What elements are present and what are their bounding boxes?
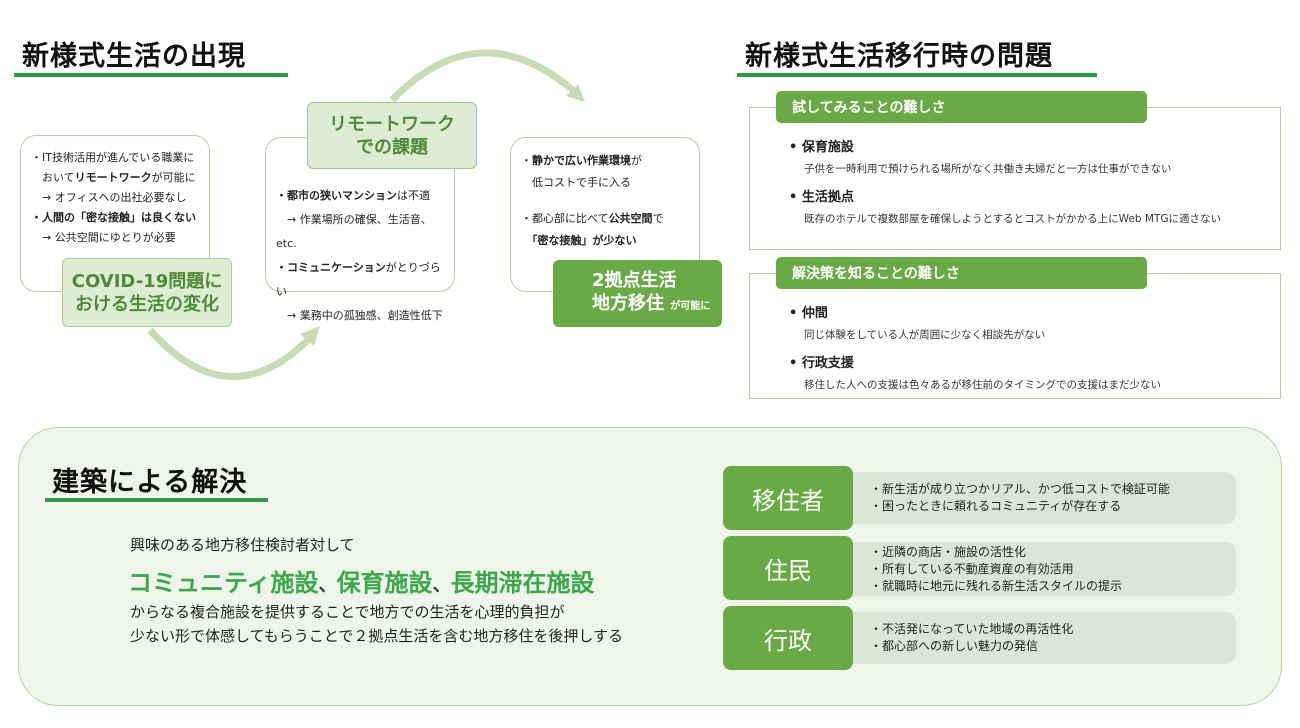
- stakeholder-points: ・近隣の商店・施設の活性化 ・所有している不動産資産の有効活用 ・就職時に地元に…: [852, 542, 1236, 596]
- problem-box-knowledge: [749, 273, 1281, 399]
- item-desc: 移住した人への支援は色々あるが移住前のタイミングでの支援はまだ少ない: [804, 379, 1161, 391]
- point: ・困ったときに頼れるコミュニティが存在する: [870, 499, 1122, 513]
- problem-list: • 仲間 同じ体験をしている人が周囲に少なく相談先がない • 行政支援 移住した…: [749, 302, 1281, 392]
- label-line: リモートワーク: [329, 113, 455, 135]
- point: ・近隣の商店・施設の活性化: [870, 544, 1027, 559]
- facility-childcare: 保育施設: [336, 569, 433, 597]
- problem-item-title: • 仲間: [789, 306, 828, 321]
- flow-arrows: [147, 49, 585, 381]
- problem-heading: 解決策を知ることの難しさ: [776, 257, 1147, 289]
- card-text: 「: [521, 234, 538, 247]
- facility-list: コミュニティ施設、保育施設、長期滞在施設: [128, 563, 595, 598]
- separator: 、: [318, 575, 337, 596]
- section-title-emergence: 新様式生活の出現: [22, 41, 246, 72]
- problem-item-title: • 行政支援: [789, 356, 854, 371]
- dual-base-label: 2拠点生活 地方移住 が可能に: [553, 260, 722, 327]
- title-underline: [45, 498, 268, 502]
- title-underline: [737, 73, 1097, 77]
- point: ・所有している不動産資産の有効活用: [870, 561, 1074, 576]
- arrowhead-bottom: [300, 326, 320, 346]
- card-text: → 公共空間にゆとりが必要: [31, 231, 176, 244]
- body-line: 少ない形で体感してもらうことで２拠点生活を含む地方移住を後押しする: [130, 627, 624, 645]
- card-text: が可能に: [151, 171, 196, 184]
- label-line: 2拠点生活: [592, 270, 677, 291]
- stakeholder-government: 行政: [723, 606, 853, 670]
- problem-item-title: • 保育施設: [789, 140, 854, 155]
- card-text: → 業務中の孤独感、創造性低下: [276, 309, 443, 322]
- problem-box-trial: [749, 107, 1281, 250]
- arrow-bottom: [147, 327, 315, 381]
- point: ・就職時に地元に残れる新生活スタイルの提示: [870, 578, 1123, 593]
- card-text-bold: ・コミュニケーション: [276, 261, 386, 274]
- arrowhead-top: [566, 84, 585, 102]
- remote-work-label: リモートワーク での課題: [307, 102, 477, 169]
- stakeholder-points: ・不活発になっていた地域の再活性化 ・都心部への新しい魅力の発信: [852, 612, 1236, 664]
- separator: 、: [432, 575, 451, 596]
- problem-heading: 試してみることの難しさ: [776, 91, 1147, 123]
- point: ・都心部への新しい魅力の発信: [870, 639, 1039, 653]
- facility-longstay: 長期滞在施設: [450, 569, 595, 597]
- point: ・不活発になっていた地域の再活性化: [870, 622, 1074, 636]
- card-text-bold: ・都市の狭いマンション: [276, 189, 397, 202]
- card-text: で: [652, 212, 664, 225]
- label-suffix: が可能に: [670, 301, 711, 312]
- label-line: おける生活の変化: [75, 293, 219, 315]
- solution-intro: 興味のある地方移住検討者対して: [130, 536, 355, 554]
- problem-item-title: • 生活拠点: [789, 190, 854, 205]
- section-title-problems: 新様式生活移行時の問題: [745, 41, 1053, 72]
- card-text: ・都心部に比べて: [521, 212, 609, 225]
- card-text-bold: リモートワーク: [74, 171, 152, 184]
- card-text: ・IT技術活用が進んでいる職業に: [31, 151, 195, 164]
- item-desc: 既存のホテルで複数部屋を確保しようとするとコストがかかる上にWeb MTGに適さ…: [804, 213, 1222, 225]
- item-title: 保育施設: [801, 140, 854, 155]
- card-text: 」は良くない: [130, 211, 196, 224]
- card-text: ・人間の「: [31, 211, 86, 224]
- card-text: → 作業場所の確保、生活音、 etc.: [276, 213, 432, 250]
- stakeholder-migrants: 移住者: [723, 466, 853, 530]
- card-text: → オフィスへの出社必要なし: [31, 191, 187, 204]
- item-title: 生活拠点: [801, 190, 854, 205]
- item-title: 仲間: [801, 306, 828, 321]
- stakeholder-residents: 住民: [723, 536, 853, 600]
- item-desc: 同じ体験をしている人が周囲に少なく相談先がない: [804, 329, 1046, 341]
- card-text: おいて: [31, 171, 75, 184]
- point: ・新生活が成り立つかリアル、かつ低コストで検証可能: [870, 482, 1170, 496]
- arrow-top: [389, 49, 578, 103]
- card-text: は不適: [397, 189, 430, 202]
- covid-label: COVID-19問題に おける生活の変化: [62, 258, 232, 327]
- label-line: COVID-19問題に: [71, 270, 223, 292]
- solution-body: からなる複合施設を提供することで地方での生活を心理的負担が 少ない形で体感しても…: [130, 600, 623, 648]
- card-text-bold: 静かで広い作業環境: [532, 154, 631, 167]
- card-text-bold: 密な接触: [537, 234, 582, 247]
- stakeholder-points: ・新生活が成り立つかリアル、かつ低コストで検証可能 ・困ったときに頼れるコミュニ…: [852, 472, 1236, 524]
- card-text-bold: 公共空間: [608, 212, 653, 225]
- card-text: ・: [521, 154, 532, 167]
- facility-community: コミュニティ施設: [128, 569, 319, 597]
- item-desc: 子供を一時利用で預けられる場所がなく共働き夫婦だと一方は仕事ができない: [804, 163, 1172, 175]
- item-title: 行政支援: [801, 356, 854, 371]
- body-line: からなる複合施設を提供することで地方での生活を心理的負担が: [130, 603, 565, 621]
- problem-list: • 保育施設 子供を一時利用で預けられる場所がなく共働き夫婦だと一方は仕事ができ…: [749, 136, 1281, 226]
- card-text: 低コストで手に入る: [521, 176, 631, 189]
- label-line: 地方移住: [592, 293, 664, 314]
- card-text: がとりづらい: [276, 261, 441, 298]
- card-text: 」が少ない: [581, 234, 637, 247]
- solution-title: 建築による解決: [52, 467, 248, 498]
- card-text-bold: 密な接触: [86, 211, 130, 224]
- card-text: が: [631, 154, 642, 167]
- label-line: での課題: [356, 136, 428, 158]
- title-underline: [14, 73, 288, 77]
